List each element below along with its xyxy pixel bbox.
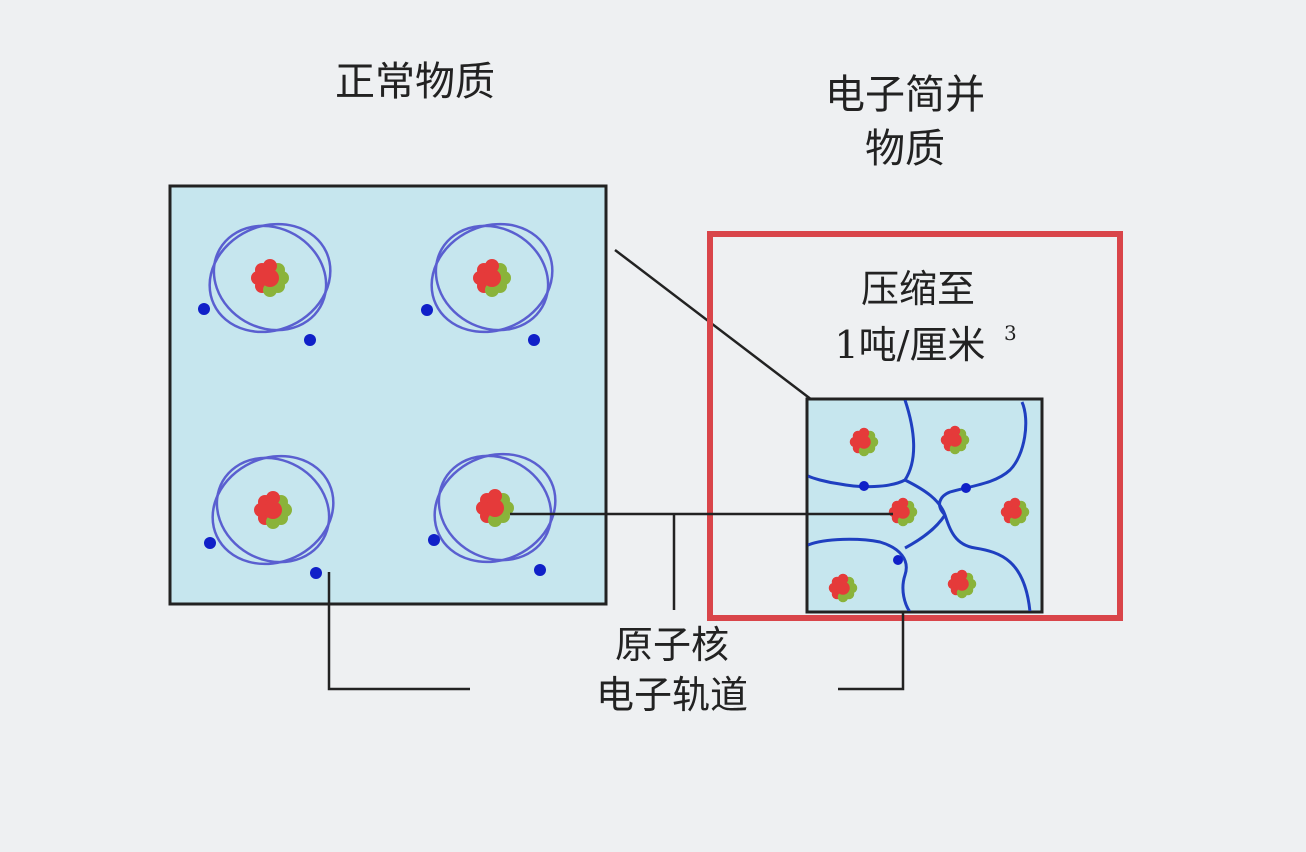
nucleon [1000, 506, 1012, 518]
zoom-connector-line [614, 249, 813, 401]
nucleus-core [836, 581, 850, 595]
cell-boundary [808, 537, 912, 611]
nucleus-core [896, 505, 910, 519]
electron [893, 555, 903, 565]
nucleon [473, 271, 487, 285]
nucleon [958, 434, 970, 446]
nucleus-core [857, 435, 871, 449]
degenerate-matter-title-line2: 物质 [865, 126, 945, 172]
electron-orbit [212, 224, 328, 332]
nucleon [488, 489, 502, 503]
nucleon [956, 569, 968, 581]
nucleus-core [486, 499, 504, 517]
electron-orbit [208, 222, 332, 334]
nucleus-core [948, 433, 962, 447]
nucleon [837, 573, 849, 585]
nucleon [266, 515, 280, 529]
nucleon [858, 445, 870, 457]
nucleon [275, 271, 289, 285]
nucleon [897, 497, 909, 509]
electron-orbit [430, 222, 554, 334]
electron-orbit [433, 452, 557, 564]
nucleon [947, 578, 959, 590]
nucleus-core [1008, 505, 1022, 519]
electron-orbit [437, 454, 553, 562]
nucleon [828, 582, 840, 594]
electron-orbit [211, 454, 335, 566]
electron [528, 334, 540, 346]
electron [428, 534, 440, 546]
nucleon [858, 427, 870, 439]
nucleon [497, 271, 511, 285]
nucleon [956, 587, 968, 599]
nucleus-label: 原子核 [615, 623, 729, 667]
degenerate-matter-title-line1: 电子简并 [825, 72, 985, 118]
nucleus-core [264, 501, 282, 519]
normal-matter-box [168, 184, 608, 606]
nucleon [846, 582, 858, 594]
compressed-label-line1: 压缩至 [861, 267, 975, 311]
nucleon [278, 503, 292, 517]
compressed-label-superscript: 3 [1004, 321, 1017, 345]
nucleon [1009, 497, 1021, 509]
electron [198, 303, 210, 315]
electron-orbit [434, 224, 550, 332]
electron [204, 537, 216, 549]
degenerate-cell-boundaries [808, 400, 1032, 611]
nucleon [485, 259, 499, 273]
nucleon [1018, 506, 1030, 518]
cell-boundary [808, 400, 916, 489]
orbit-leader-line-left [327, 572, 470, 691]
electron [304, 334, 316, 346]
nucleon [949, 443, 961, 455]
nucleon [263, 259, 277, 273]
electron [534, 564, 546, 576]
cell-boundary [904, 514, 947, 550]
nucleon [949, 425, 961, 437]
electron [310, 567, 322, 579]
normal-matter-title: 正常物质 [335, 59, 495, 105]
nucleon [476, 501, 490, 515]
nucleon [849, 436, 861, 448]
orbit-leader-line-right [838, 612, 905, 691]
nucleus-core [261, 269, 279, 287]
nucleon [965, 578, 977, 590]
nucleon [254, 503, 268, 517]
nucleon [266, 491, 280, 505]
electron [961, 483, 971, 493]
nucleon [488, 513, 502, 527]
cell-boundary [904, 478, 1032, 611]
nucleon [500, 501, 514, 515]
nucleon [897, 515, 909, 527]
nucleus-core [483, 269, 501, 287]
highlight-frame [707, 231, 1123, 621]
nucleon [837, 591, 849, 603]
compressed-label-line2: 1吨/厘米 [835, 323, 986, 367]
electron-orbit [215, 456, 331, 564]
nucleon [867, 436, 879, 448]
electron-orbit-label: 电子轨道 [596, 673, 748, 717]
electron [421, 304, 433, 316]
nucleon [906, 506, 918, 518]
nucleon [485, 283, 499, 297]
cell-boundary [938, 401, 1028, 517]
degenerate-atoms-group [828, 425, 1030, 603]
normal-atoms-group [198, 222, 557, 579]
nucleon [1009, 515, 1021, 527]
nucleon [263, 283, 277, 297]
nucleon [251, 271, 265, 285]
nucleon [940, 434, 952, 446]
electron [859, 481, 869, 491]
nucleus-core [955, 577, 969, 591]
